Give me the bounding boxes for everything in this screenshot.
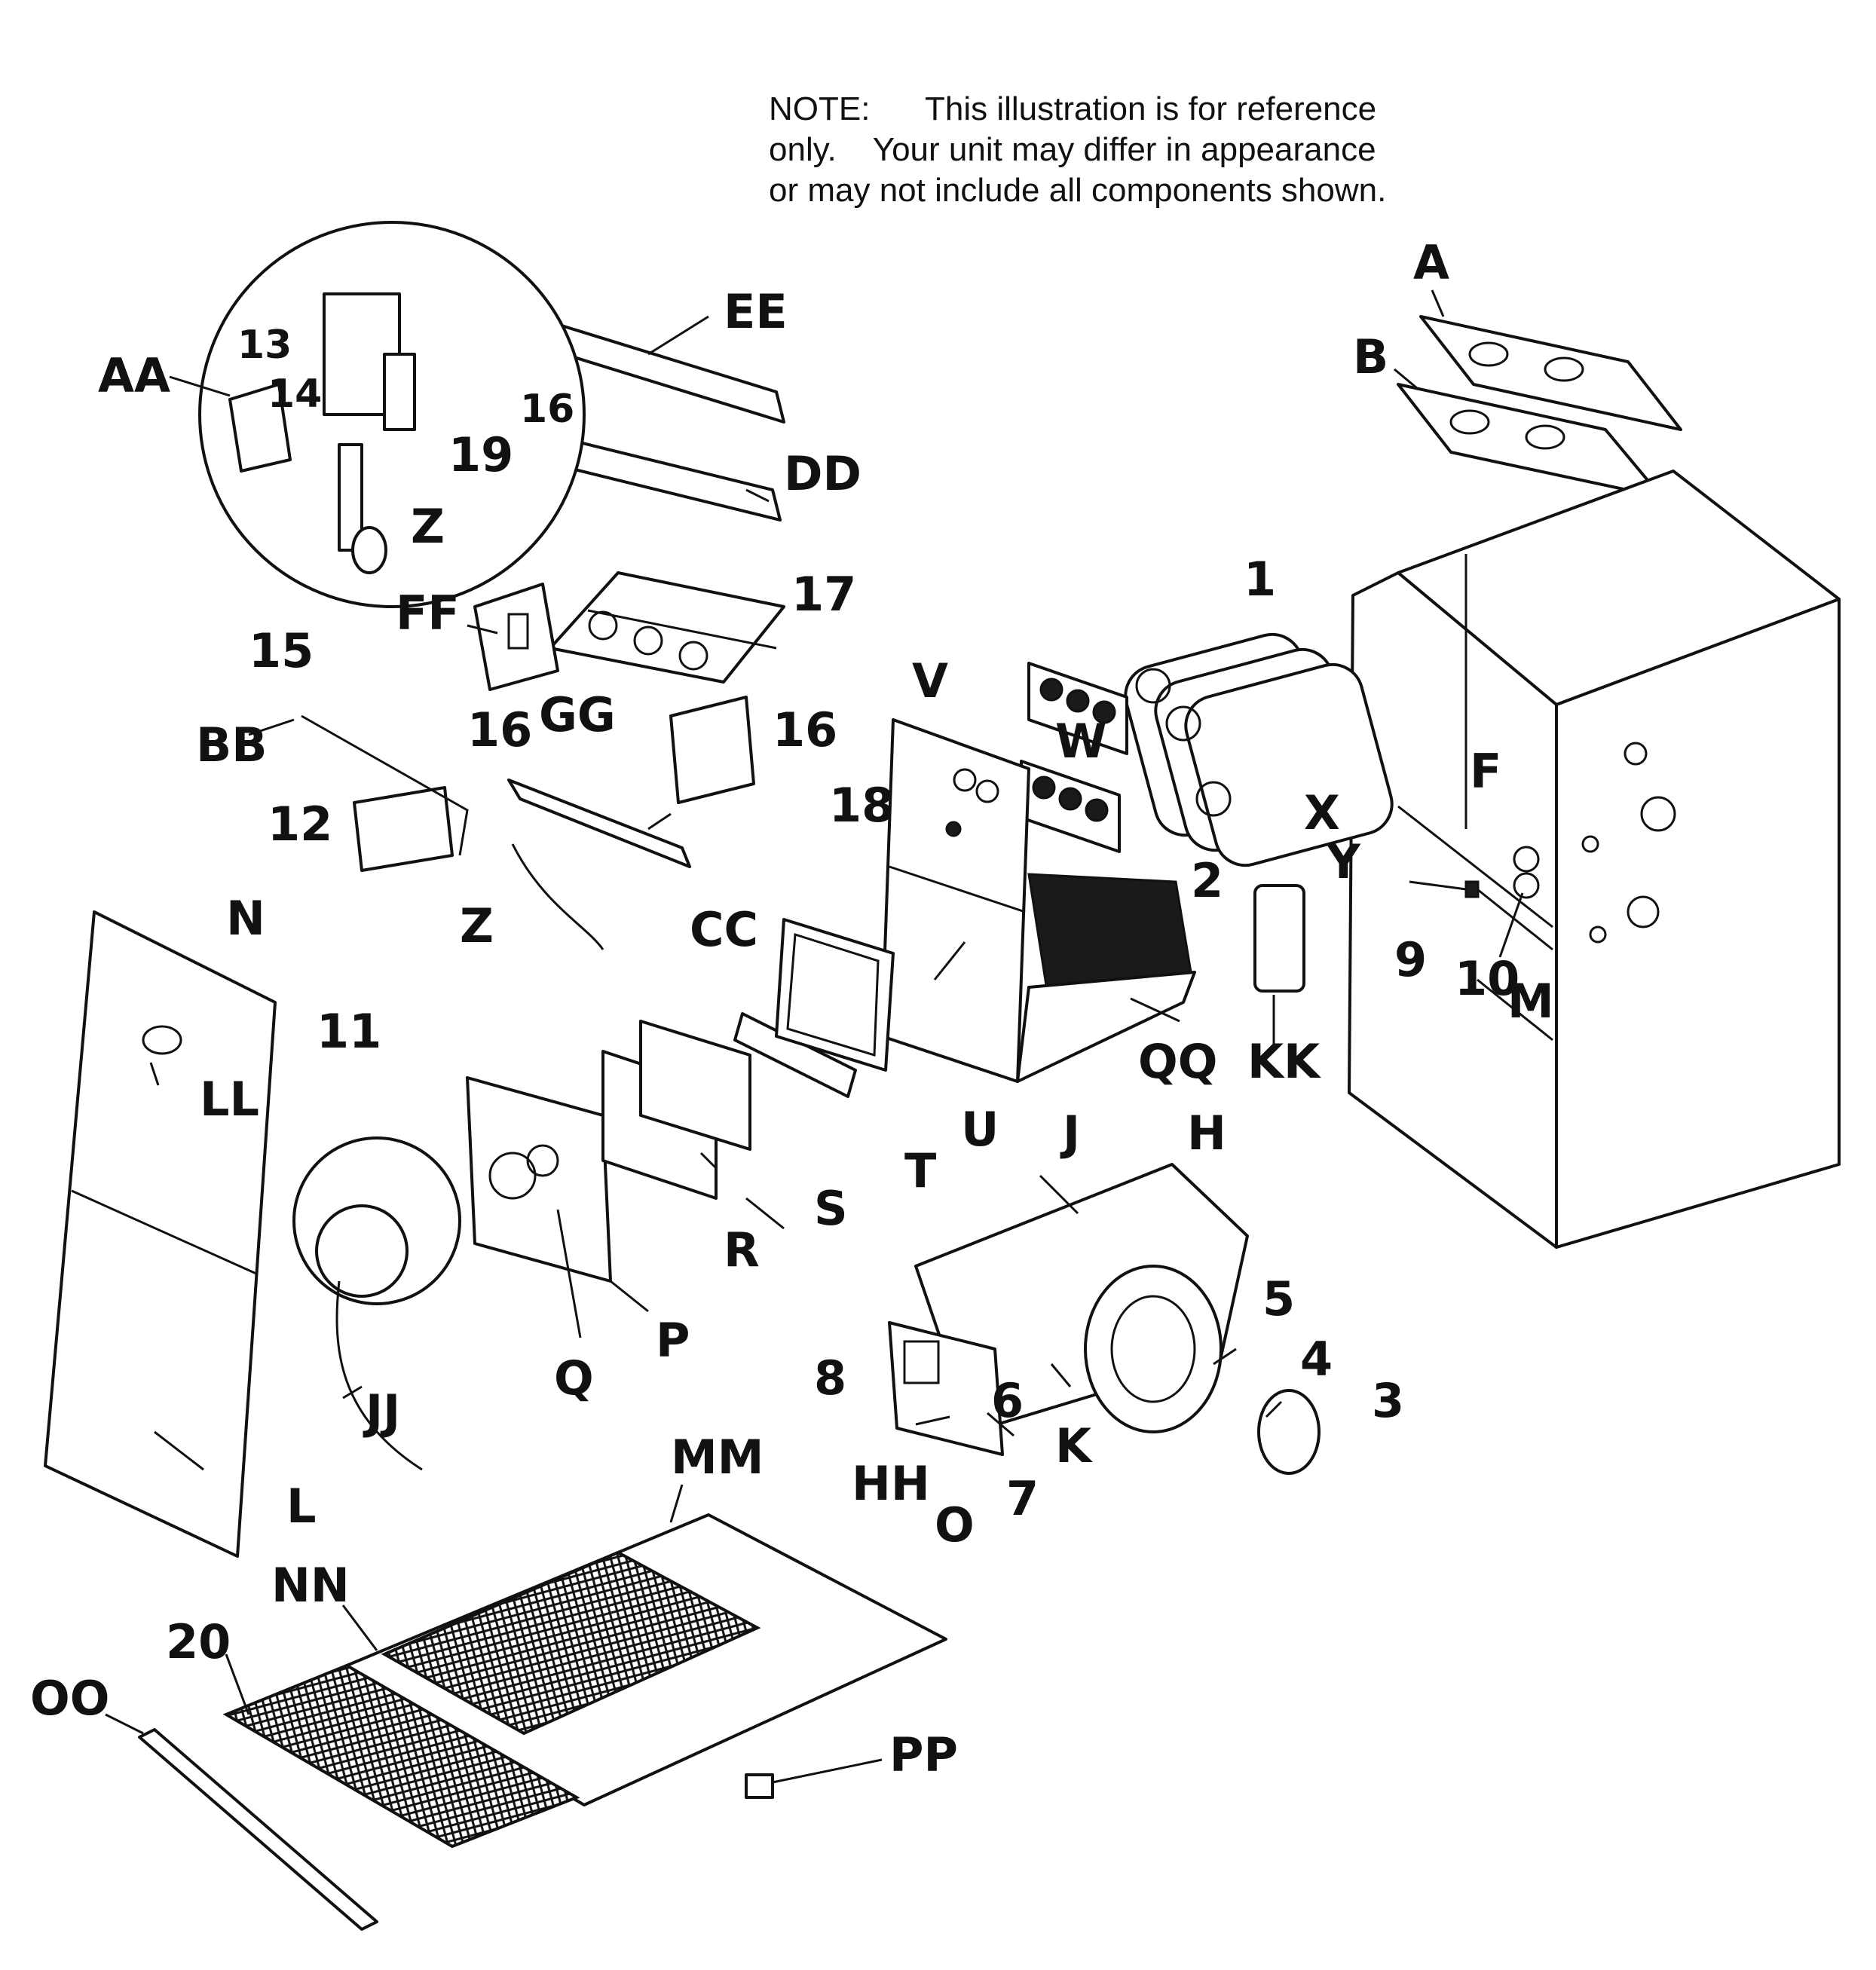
wire-z	[511, 843, 604, 950]
pressure-switch-16	[669, 696, 755, 804]
label-f: F	[1470, 744, 1501, 799]
label-s: S	[814, 1181, 848, 1236]
part-labels: A B AA EE DD 13 14 16 19 Z 17 FF 15 BB 1…	[30, 235, 1554, 1782]
base-pan-mm	[345, 1513, 947, 1806]
label-x: X	[1304, 785, 1340, 840]
label-v: V	[912, 653, 948, 708]
label-15: 15	[249, 623, 314, 678]
label-kk: KK	[1247, 1034, 1321, 1089]
label-5: 5	[1262, 1271, 1295, 1326]
label-qq: QQ	[1138, 1034, 1217, 1089]
clip-pp	[745, 1773, 774, 1799]
label-u: U	[961, 1102, 999, 1157]
burner-assembly	[549, 571, 785, 684]
label-16-b: 16	[467, 702, 532, 757]
label-t: T	[904, 1143, 936, 1198]
gasket-w	[1020, 662, 1128, 853]
capacitor-kk	[1253, 884, 1305, 993]
label-a: A	[1413, 235, 1449, 290]
label-10: 10	[1455, 951, 1519, 1006]
label-q: Q	[554, 1351, 594, 1406]
door-panel-n	[44, 910, 277, 1558]
note-line-3: or may not include all components shown.	[769, 172, 1387, 209]
gasket-t	[733, 1012, 857, 1098]
label-o: O	[935, 1497, 975, 1552]
gasket-u	[775, 918, 895, 1072]
blower-motor-3	[1257, 1389, 1321, 1475]
reference-note: NOTE: This illustration is for reference…	[769, 89, 1447, 211]
label-18: 18	[829, 778, 894, 833]
limit-switch-9	[1464, 880, 1480, 898]
ignition-detail-inset	[198, 221, 586, 608]
label-z-wire: Z	[460, 898, 494, 953]
label-cc: CC	[690, 902, 758, 957]
label-7: 7	[1006, 1471, 1039, 1526]
label-k: K	[1055, 1418, 1093, 1473]
label-p: P	[656, 1313, 690, 1368]
note-line-1: NOTE: This illustration is for reference	[769, 90, 1377, 127]
heat-exchanger	[1124, 632, 1394, 867]
secondary-coil-qq	[1016, 873, 1196, 1083]
label-m: M	[1507, 974, 1554, 1029]
panel-s	[639, 1020, 751, 1151]
sight-glass-ff	[473, 583, 559, 691]
label-oo: OO	[30, 1671, 109, 1726]
label-gg: GG	[539, 687, 616, 742]
label-12: 12	[268, 797, 332, 852]
label-jj: JJ	[363, 1384, 400, 1439]
top-panel-a	[1419, 315, 1682, 431]
manifold-bb	[301, 714, 469, 856]
rollout-switch-10	[1513, 846, 1540, 899]
label-dd: DD	[784, 446, 861, 501]
label-b: B	[1353, 329, 1388, 384]
junction-box-hh	[888, 1321, 1004, 1456]
blower-housing	[914, 1163, 1249, 1433]
label-11: 11	[317, 1004, 381, 1059]
inducer-motor-11	[292, 1136, 461, 1471]
front-panel-v	[880, 718, 1030, 1083]
label-14: 14	[268, 372, 322, 417]
label-j: J	[1060, 1106, 1080, 1161]
label-ff: FF	[396, 586, 460, 641]
filter-20	[222, 1663, 580, 1849]
label-y: Y	[1326, 834, 1361, 889]
label-l: L	[286, 1479, 317, 1534]
label-ee: EE	[724, 284, 788, 339]
label-mm: MM	[671, 1430, 764, 1485]
label-ll: LL	[200, 1072, 259, 1127]
label-nn: NN	[271, 1558, 350, 1613]
label-3: 3	[1372, 1373, 1404, 1428]
label-1: 1	[1244, 552, 1276, 607]
leader-lines	[105, 289, 1524, 1784]
label-h: H	[1187, 1106, 1226, 1161]
label-z-top: Z	[411, 499, 445, 554]
gas-valve-12	[353, 786, 454, 872]
label-13: 13	[237, 323, 292, 368]
note-line-2: only. Your unit may differ in appearance	[769, 131, 1376, 168]
label-16-c: 16	[773, 702, 837, 757]
label-bb: BB	[196, 717, 268, 772]
label-2: 2	[1191, 853, 1223, 908]
label-n: N	[226, 891, 265, 946]
collector-box-p	[466, 1076, 612, 1283]
label-17: 17	[791, 567, 856, 622]
filter-rail-oo	[138, 1728, 378, 1931]
label-19: 19	[448, 427, 513, 482]
furnace-cabinet	[1348, 470, 1841, 1249]
label-w: W	[1055, 714, 1106, 769]
label-9: 9	[1394, 932, 1427, 987]
label-hh: HH	[852, 1456, 930, 1511]
label-16-a: 16	[520, 387, 574, 432]
plate-cc	[507, 779, 691, 868]
label-pp: PP	[889, 1727, 958, 1782]
label-6: 6	[991, 1373, 1024, 1428]
label-aa: AA	[98, 348, 170, 403]
label-8: 8	[814, 1351, 846, 1406]
label-4: 4	[1300, 1332, 1333, 1387]
label-r: R	[724, 1222, 760, 1277]
label-20: 20	[166, 1614, 231, 1669]
